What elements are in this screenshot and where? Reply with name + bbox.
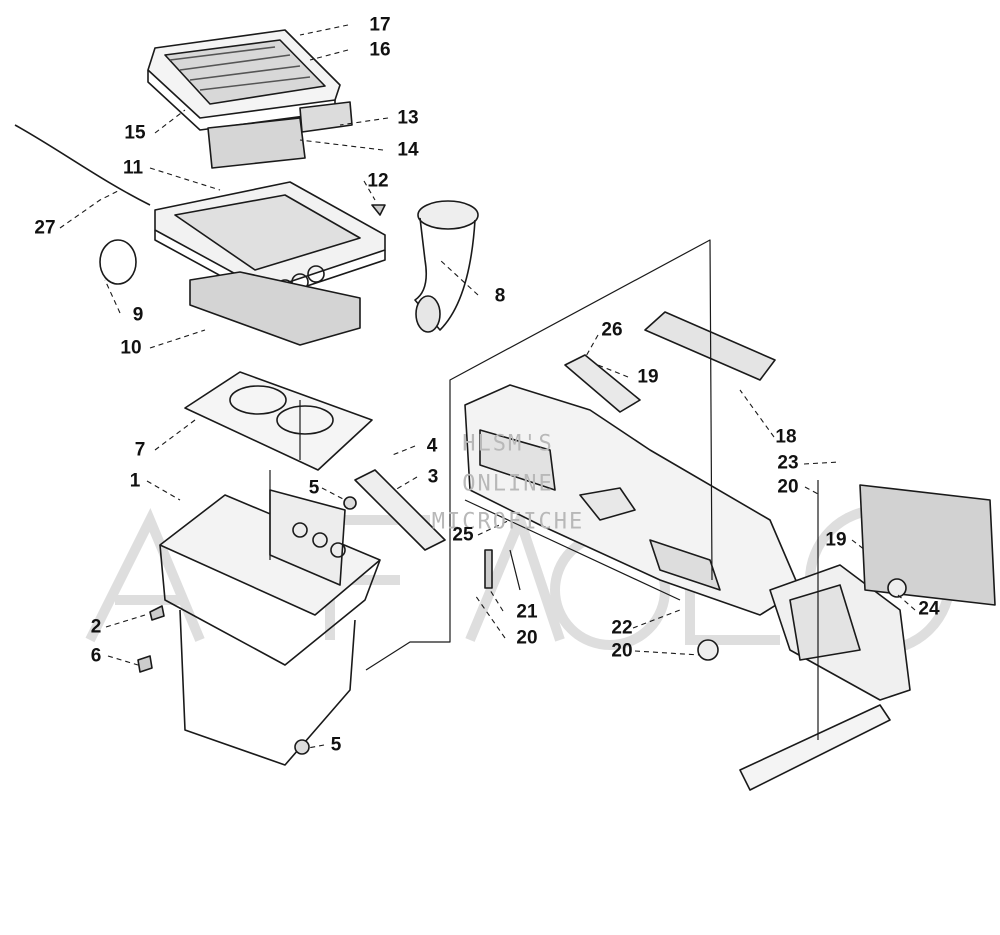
callout-18: 18 (775, 426, 797, 448)
bracket-3 (354, 469, 446, 551)
callout-9: 9 (132, 304, 144, 326)
filter-14 (207, 117, 306, 169)
callout-26: 26 (601, 319, 623, 341)
callout-8: 8 (494, 285, 506, 307)
nut-5-upper (343, 496, 357, 510)
door-26 (564, 354, 641, 413)
callout-24: 24 (918, 598, 940, 620)
clamp-9 (99, 239, 137, 285)
callout-6: 6 (90, 645, 102, 667)
tube (739, 704, 891, 791)
callout-4: 4 (426, 435, 438, 457)
callout-10: 10 (120, 337, 142, 359)
filter-23 (859, 484, 996, 606)
callout-3: 3 (427, 466, 439, 488)
callout-5-lower: 5 (330, 734, 342, 756)
callout-19-upper: 19 (637, 366, 659, 388)
callout-16: 16 (369, 39, 391, 61)
callout-20-lower: 20 (611, 640, 633, 662)
callout-20-middle: 20 (516, 627, 538, 649)
callout-15: 15 (124, 122, 146, 144)
callout-19-lower: 19 (825, 529, 847, 551)
callout-25: 25 (452, 524, 474, 546)
callout-12: 12 (367, 170, 389, 192)
callout-leaders (59, 24, 916, 749)
callout-22: 22 (611, 617, 633, 639)
cable-27 (14, 124, 151, 206)
callout-17: 17 (369, 14, 391, 36)
callout-5-upper: 5 (308, 477, 320, 499)
callout-14: 14 (397, 139, 419, 161)
washer-20 (697, 639, 719, 661)
console-22 (464, 384, 801, 616)
plate-7 (184, 371, 373, 471)
callout-11: 11 (122, 157, 144, 179)
pin-21 (484, 549, 493, 589)
watermark-line-2: ONLINE (462, 471, 554, 497)
watermark-line-3: MICROFICHE (431, 509, 585, 535)
callout-7: 7 (134, 439, 146, 461)
bolt-6 (137, 655, 153, 673)
callout-23: 23 (777, 452, 799, 474)
leader-lines (269, 239, 819, 740)
watermark-line-1: HLSM'S (462, 431, 554, 457)
callout-21: 21 (516, 601, 538, 623)
filter-10 (189, 271, 361, 346)
intake-boot-8 (414, 200, 479, 333)
washer-24 (887, 578, 907, 598)
rear-housing (769, 564, 911, 701)
callout-27: 27 (34, 217, 56, 239)
callout-13: 13 (397, 107, 419, 129)
fastener-12 (371, 204, 386, 216)
air-box-tray (154, 181, 386, 301)
bolt-2 (149, 605, 165, 621)
callout-1: 1 (129, 470, 141, 492)
seal-18 (644, 311, 776, 381)
nut-5 (294, 739, 310, 755)
air-box-lid (147, 29, 341, 131)
filter-13 (299, 101, 353, 133)
callout-20-upper: 20 (777, 476, 799, 498)
callout-2: 2 (90, 616, 102, 638)
